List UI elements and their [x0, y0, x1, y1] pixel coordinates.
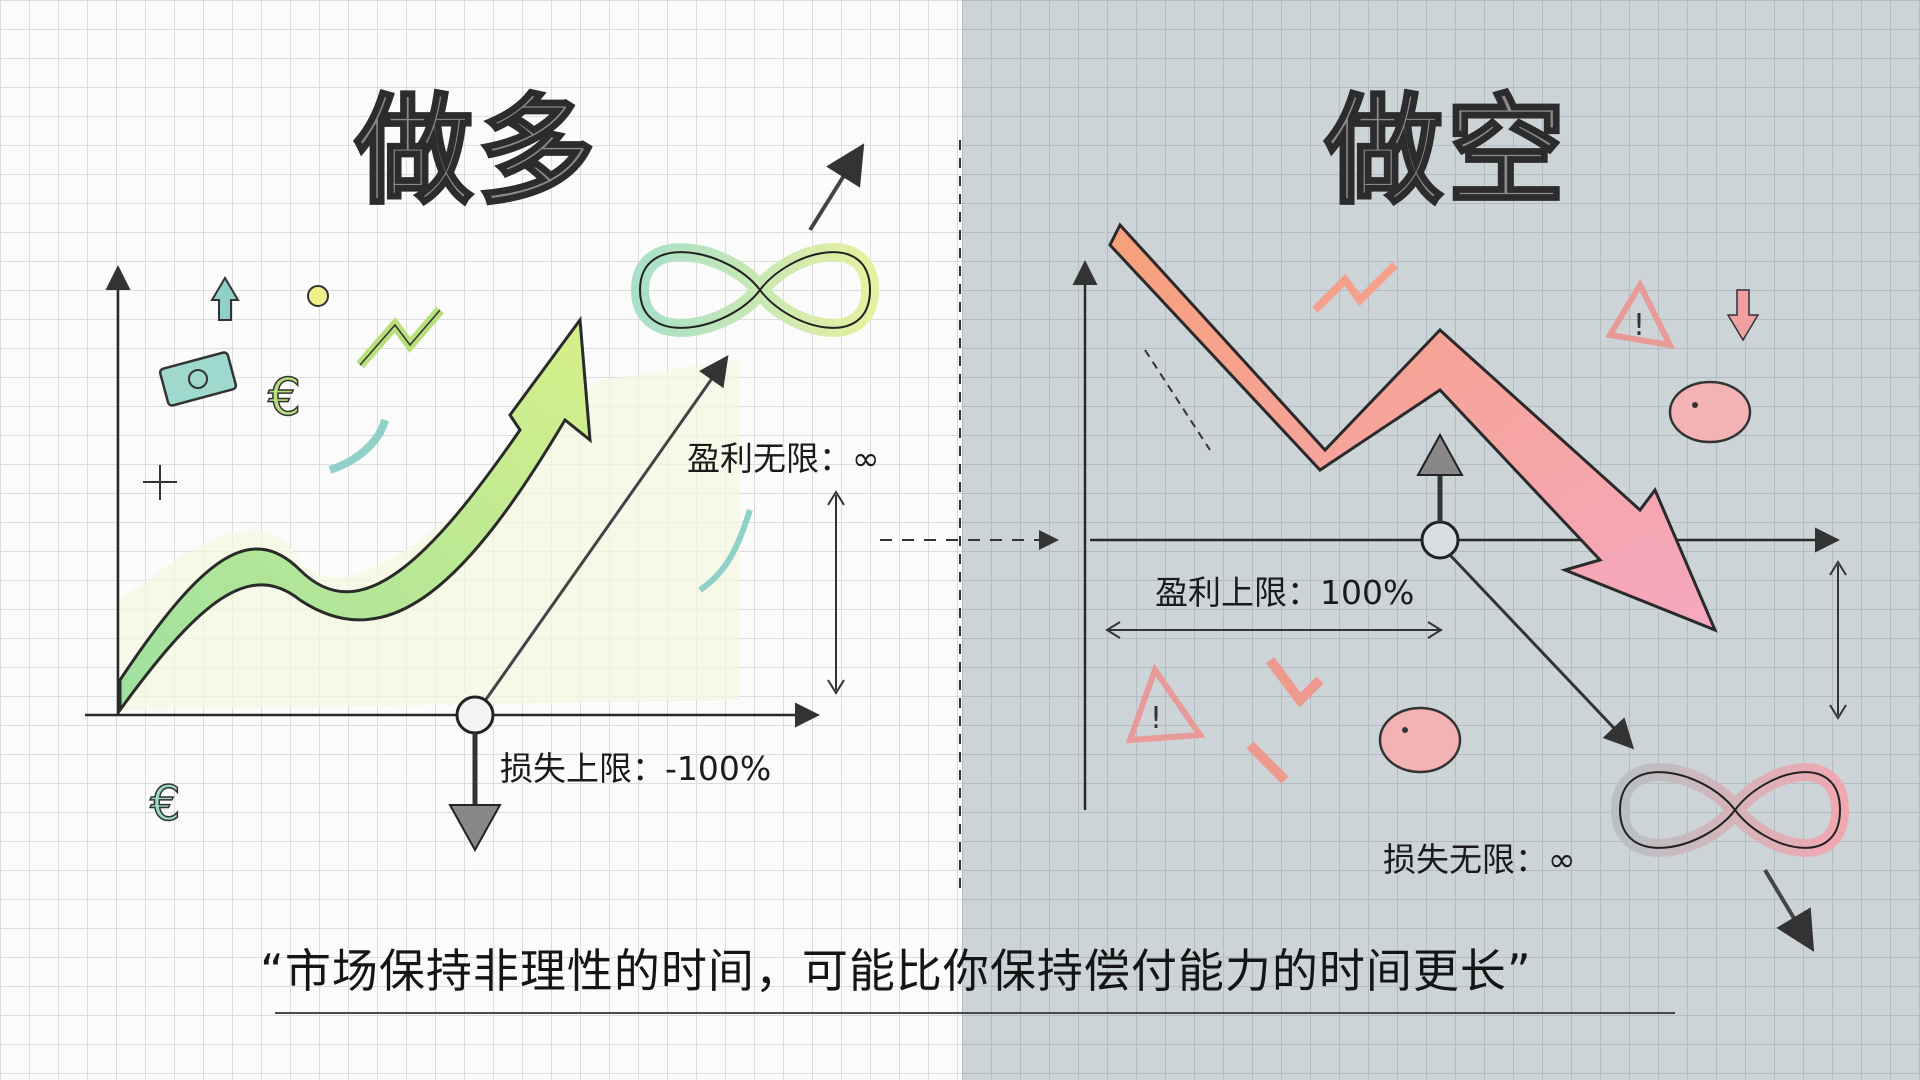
quote-text: “市场保持非理性的时间，可能比你保持偿付能力的时间更长”	[260, 944, 1532, 998]
long-profit-label: 盈利无限：∞	[687, 439, 880, 478]
short-trend-arrow	[1108, 222, 1718, 633]
euro-icon: €	[267, 367, 302, 429]
zigzag-up-arrow-icon	[356, 306, 444, 369]
short-loss-label: 损失无限：∞	[1383, 840, 1576, 879]
euro-icon-small: €	[149, 775, 181, 833]
infinity-icon	[630, 243, 880, 337]
long-trend-arrow	[118, 315, 592, 715]
svg-text:!: !	[1150, 701, 1162, 736]
svg-text:€: €	[268, 368, 301, 428]
warning-icon: !	[1605, 278, 1676, 349]
short-axes	[1072, 260, 1840, 810]
quote-underline	[275, 1012, 1675, 1014]
long-title: 做多	[353, 82, 600, 220]
down-arrow-icon-small	[1266, 657, 1324, 708]
svg-text:!: !	[1633, 308, 1645, 343]
dashed-down-arrow-icon	[1144, 349, 1211, 451]
short-title: 做空	[1323, 82, 1570, 220]
warning-icon-lower: !	[1125, 663, 1206, 744]
broken-piggy-bank-icon	[1668, 380, 1752, 444]
long-axes	[85, 265, 820, 728]
short-origin-point	[1420, 520, 1460, 560]
down-arrow-icon	[1726, 289, 1760, 342]
broken-piggy-bank-icon-lower	[1378, 706, 1462, 774]
banknote-icon	[158, 351, 238, 407]
curved-up-arrow-icon-small	[698, 509, 753, 593]
down-arrow-icon-small-2	[1246, 741, 1289, 784]
up-arrow-icon	[210, 276, 240, 321]
zigzag-up-arrow-icon-right	[1312, 262, 1398, 313]
long-origin-point	[455, 695, 495, 735]
short-profit-label: 盈利上限：100%	[1155, 573, 1415, 612]
svg-text:€: €	[150, 776, 181, 832]
curved-up-arrow-icon	[328, 418, 389, 474]
sparkle-icon	[143, 465, 177, 500]
lightbulb-icon	[307, 285, 329, 307]
infinity-icon-right	[1610, 763, 1850, 857]
long-loss-label: 损失上限：-100%	[500, 749, 772, 788]
